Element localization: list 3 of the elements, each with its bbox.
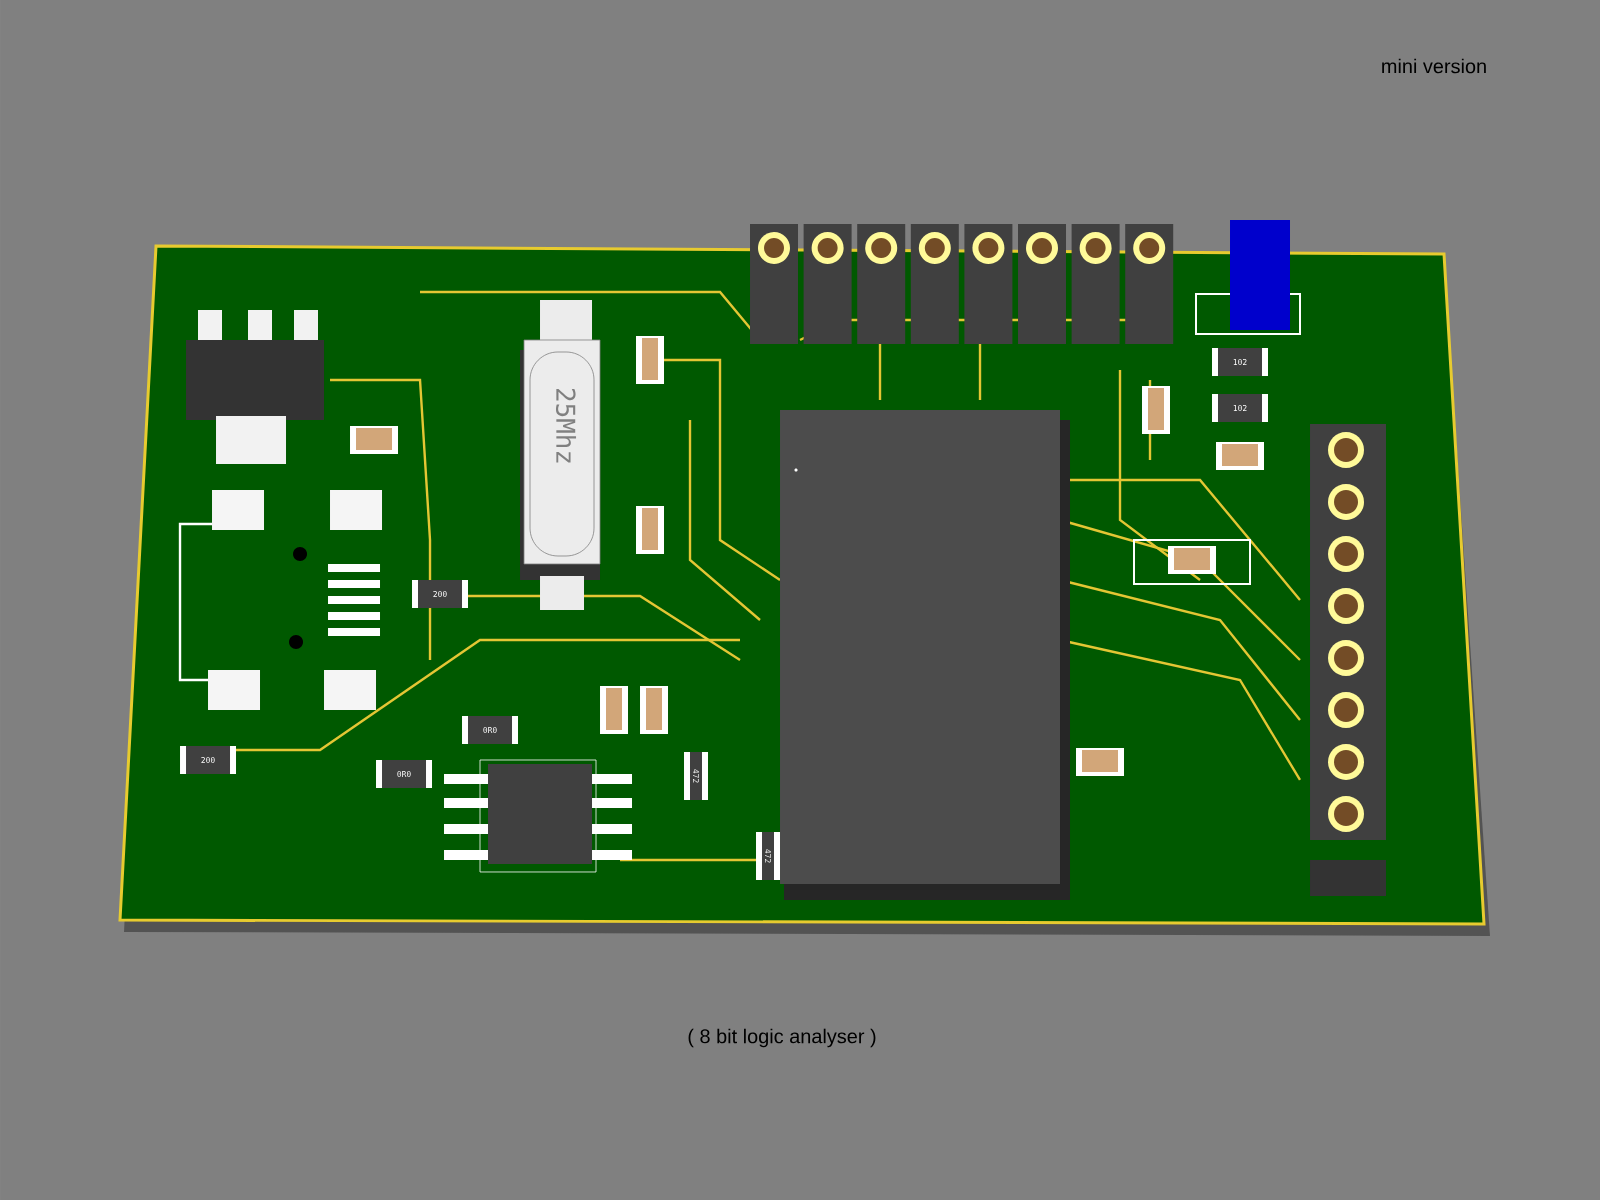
caption-text: ( 8 bit logic analyser ) <box>688 1028 876 1048</box>
subtitle-text: mini version <box>1382 58 1486 74</box>
crystal-marking: 25Mhz <box>556 388 577 463</box>
